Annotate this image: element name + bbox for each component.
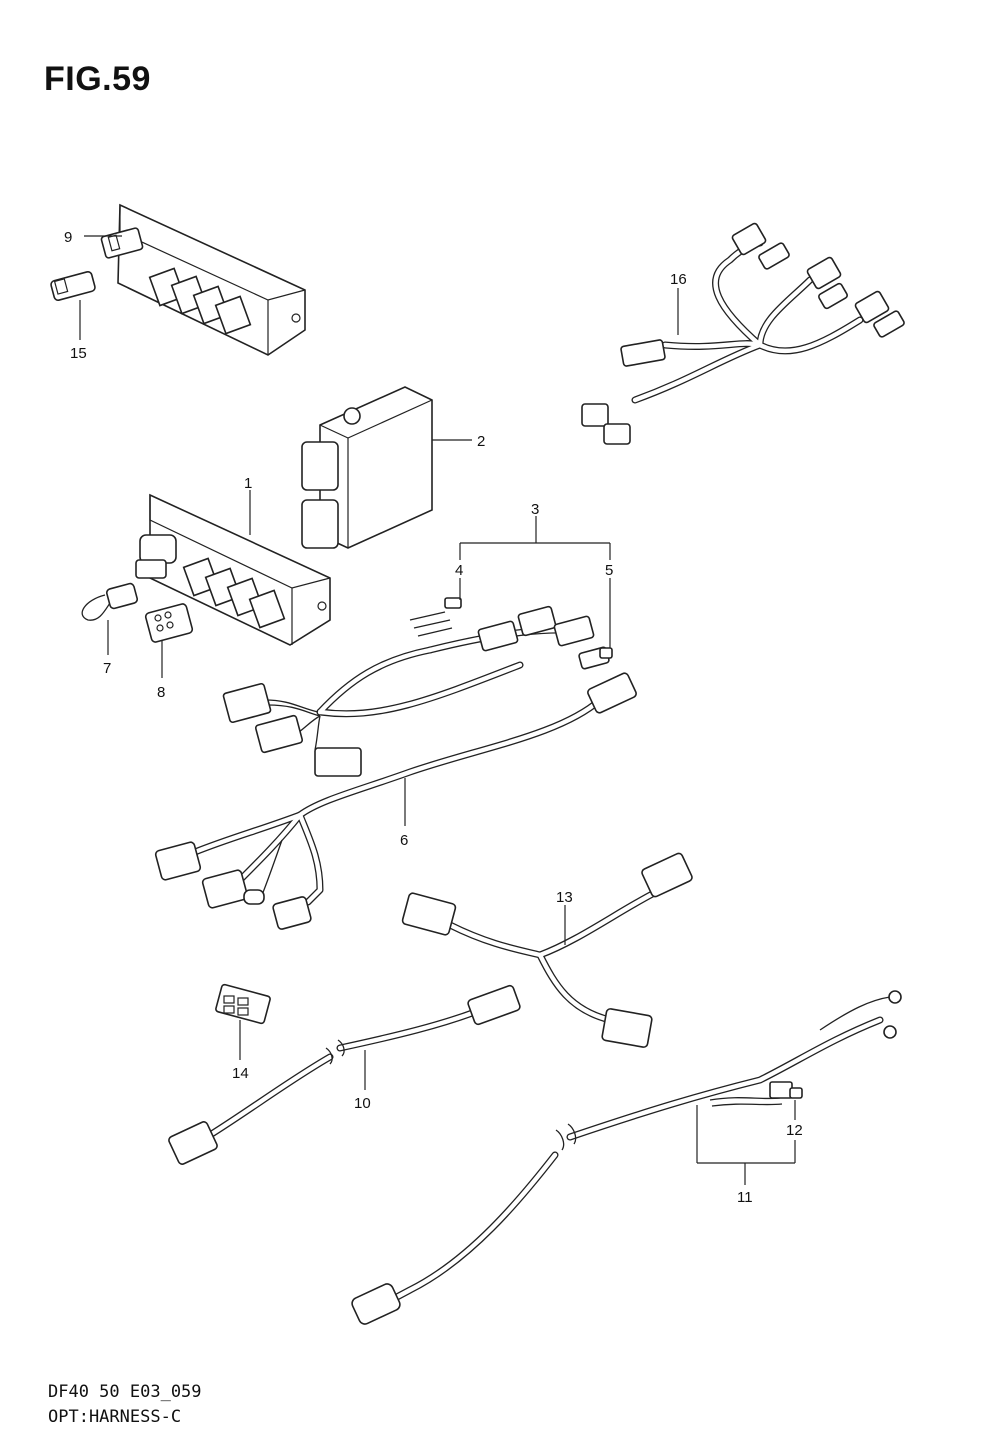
- part-3-harness[interactable]: [222, 597, 613, 777]
- callout-14: 14: [232, 1065, 249, 1082]
- callout-4: 4: [455, 562, 463, 579]
- callout-11: 11: [737, 1189, 753, 1206]
- callout-8: 8: [157, 684, 165, 701]
- callout-9: 9: [64, 229, 72, 246]
- callout-3: 3: [531, 501, 539, 518]
- callout-16: 16: [670, 271, 687, 288]
- callout-12: 12: [786, 1122, 803, 1139]
- part-16-harness[interactable]: [581, 222, 905, 445]
- callout-13: 13: [556, 889, 573, 906]
- callout-5: 5: [605, 562, 613, 579]
- part-8-connector[interactable]: [144, 603, 194, 643]
- part-1-junction-box[interactable]: [135, 493, 331, 646]
- part-13-harness[interactable]: [401, 852, 694, 1048]
- part-10-harness[interactable]: [168, 984, 521, 1166]
- part-9-junction-box[interactable]: [100, 203, 306, 356]
- callout-15: 15: [70, 345, 87, 362]
- part-14-connector-block[interactable]: [215, 983, 271, 1025]
- part-15-connector-cap[interactable]: [50, 271, 96, 301]
- figure-title: FIG.59: [44, 60, 151, 98]
- callout-1: 1: [244, 475, 252, 492]
- footer-description: OPT:HARNESS-C: [48, 1407, 182, 1427]
- part-7-connector[interactable]: [81, 582, 139, 621]
- part-2-ecm[interactable]: [301, 386, 433, 549]
- callout-6: 6: [400, 832, 408, 849]
- callout-2: 2: [477, 433, 485, 450]
- callout-10: 10: [354, 1095, 371, 1112]
- part-6-harness[interactable]: [154, 672, 638, 930]
- callout-7: 7: [103, 660, 111, 677]
- footer-code: DF40 50 E03_059: [48, 1382, 202, 1402]
- part-11-harness[interactable]: [350, 990, 902, 1326]
- leader-lines: [79, 235, 796, 1185]
